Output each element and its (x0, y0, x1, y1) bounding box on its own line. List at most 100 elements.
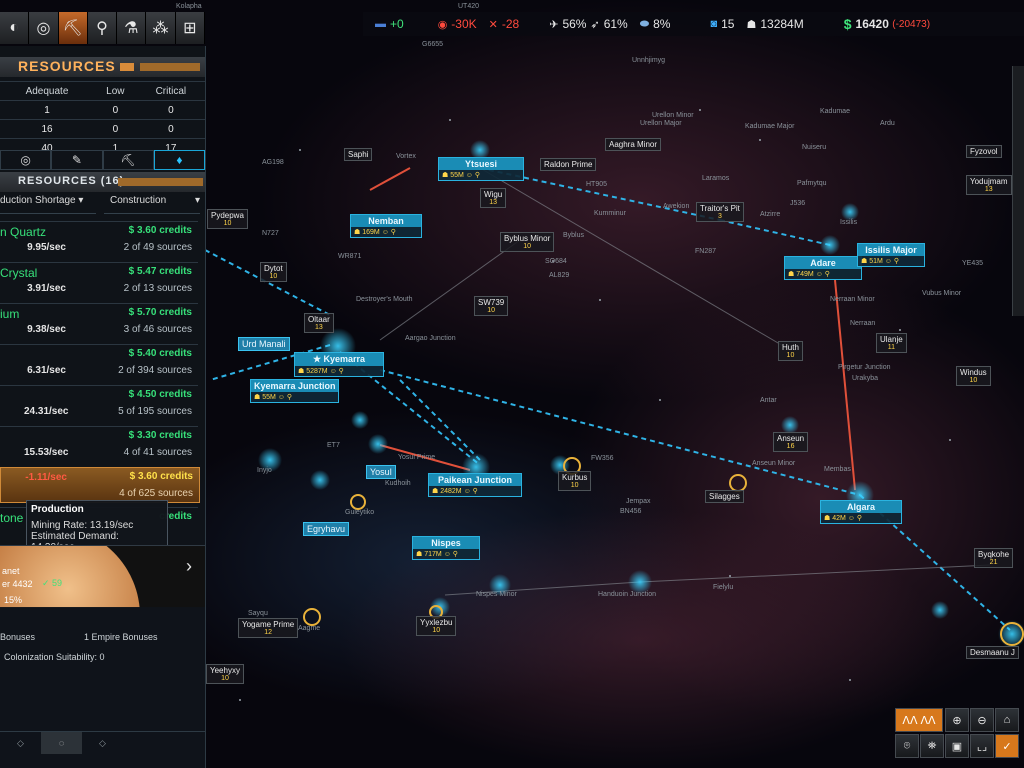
system-card-ytsuesi[interactable]: Ytsuesi☗ 55M ☺ ⚲ (438, 157, 524, 181)
system-label[interactable]: YE435 (962, 260, 984, 267)
system-tag[interactable]: Raldon Prime (540, 158, 597, 171)
system-label[interactable]: Kudhoih (385, 480, 411, 487)
system-label[interactable]: Pafmytqu (797, 180, 827, 187)
system-label[interactable]: Destroyer's Mouth (356, 296, 413, 303)
system-label[interactable]: Urellon Major (640, 120, 682, 127)
system-tag[interactable]: Desmaanu J (966, 646, 1019, 659)
toolbar-science-button[interactable]: ⚗ (117, 12, 147, 44)
system-label[interactable]: BN456 (620, 508, 642, 515)
sort-dropdown[interactable]: duction Shortage ▾ (0, 195, 96, 214)
side-expander[interactable] (1012, 66, 1024, 316)
system-card-kyemarra-junction[interactable]: Kyemarra Junction☗ 55M ☺ ⚲ (250, 379, 339, 403)
stat-stability[interactable]: ▬+0 (375, 17, 404, 31)
map-mode-button[interactable]: ⌾ (895, 734, 919, 758)
system-label[interactable]: Vortex (396, 153, 416, 160)
stat-military[interactable]: ✕-28 (488, 17, 520, 31)
system-label[interactable]: Ardu (880, 120, 895, 127)
system-label[interactable]: Issilis (840, 219, 858, 226)
system-tag[interactable]: Fyzovol (966, 145, 1002, 158)
system-label[interactable]: FN287 (695, 248, 717, 255)
tab-planet-icon[interactable]: ◌ (41, 732, 82, 754)
system-label[interactable]: Membas (824, 466, 851, 473)
system-label[interactable]: Urakyba (852, 375, 879, 382)
system-label[interactable]: Unnhjimyg (632, 57, 666, 64)
system-label[interactable]: N727 (262, 230, 279, 237)
system-card-algara[interactable]: Algara☗ 42M ☺ ⚲ (820, 500, 902, 524)
tab-gas-icon[interactable]: ♦ (153, 150, 205, 170)
system-label[interactable]: Nispes Minor (476, 591, 517, 598)
confirm-button[interactable]: ✓ (995, 734, 1019, 758)
system-label[interactable]: Jempax (626, 498, 651, 505)
system-label[interactable]: Nerraan Minor (830, 296, 875, 303)
toolbar-research-button[interactable]: ⚲ (87, 12, 118, 44)
system-label[interactable]: Inyjo (257, 467, 272, 474)
system-label[interactable]: Yosul Prime (398, 454, 436, 461)
system-tag[interactable]: Silagges (705, 490, 744, 503)
zoom-out-button[interactable]: ⊖ (970, 708, 994, 732)
system-label[interactable]: Kadumae (820, 108, 850, 115)
screenshot-button[interactable]: ▣ (945, 734, 969, 758)
stat-relations[interactable]: ◉-30K (437, 17, 477, 31)
system-label[interactable]: ET7 (327, 442, 340, 449)
toolbar-mining-button[interactable]: ⛏ (58, 12, 88, 44)
planet-preview[interactable]: › anet er 4432 ✓ 59 (0, 545, 205, 608)
stat-ships[interactable]: ✈56% (549, 17, 587, 31)
stat-credits[interactable]: $16420 (-20473) (843, 16, 931, 32)
system-label[interactable]: UT420 (458, 3, 480, 10)
toolbar-galaxy-button[interactable]: ◎ (29, 12, 59, 44)
tab-mining-icon[interactable]: ⛏ (102, 150, 154, 170)
toolbar-globe-button[interactable]: ◐ (0, 12, 30, 44)
system-label[interactable]: AL829 (549, 272, 570, 279)
tab-icon[interactable]: ◇ (17, 738, 24, 748)
system-label[interactable]: Handuoin Junction (598, 591, 656, 598)
system-label[interactable]: Kadumae Major (745, 123, 795, 130)
system-label[interactable]: Pirgetur Junction (838, 364, 891, 371)
system-label[interactable]: Urellon Minor (652, 112, 694, 119)
tab-build-icon[interactable]: ✎ (51, 150, 103, 170)
system-label-colony[interactable]: Yosul (366, 465, 396, 479)
system-label[interactable]: Kumminur (594, 210, 626, 217)
system-label-colony[interactable]: Urd Manali (238, 337, 290, 351)
stat-planets[interactable]: ◙15 (710, 17, 735, 31)
system-label[interactable]: SO684 (545, 258, 567, 265)
system-card-nemban[interactable]: Nemban☗ 169M ☺ ⚲ (350, 214, 422, 238)
zoom-in-button[interactable]: ⊕ (945, 708, 969, 732)
view-toggle-button[interactable]: ᐱᐱ ᐱᐱ (895, 708, 943, 732)
system-label[interactable]: Sayqu (248, 610, 268, 617)
system-label[interactable]: Nerraan (850, 320, 876, 327)
system-card-adare[interactable]: Adare☗ 749M ☺ ⚲ (784, 256, 862, 280)
system-tag[interactable]: Saphi (344, 148, 373, 161)
frame-button[interactable]: ⌞⌟ (970, 734, 994, 758)
stat-population[interactable]: ☗13284M (746, 17, 804, 31)
system-label[interactable]: Awekion (663, 203, 690, 210)
toolbar-fleet-button[interactable]: ⁂ (146, 12, 176, 44)
system-label[interactable]: Laramos (702, 175, 730, 182)
system-label[interactable]: Anseun Minor (752, 460, 796, 467)
system-label[interactable]: Vubus Minor (922, 290, 962, 297)
system-label-colony[interactable]: Egryhavu (303, 522, 350, 536)
chevron-right-icon[interactable]: › (186, 556, 192, 576)
system-label[interactable]: HT905 (586, 181, 608, 188)
category-dropdown[interactable]: Construction▾ (104, 195, 200, 214)
zoom-fit-button[interactable]: ⌂ (995, 708, 1019, 732)
system-tag[interactable]: Aaghra Minor (605, 138, 662, 151)
system-label[interactable]: G6655 (422, 41, 444, 48)
